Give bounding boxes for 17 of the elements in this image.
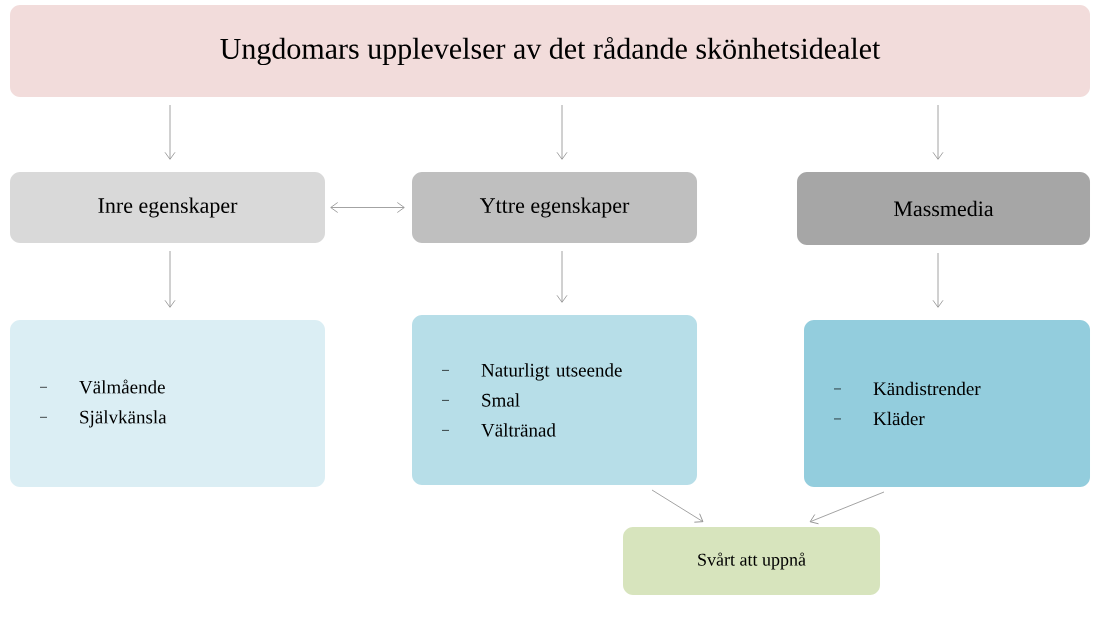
arrow bbox=[932, 104, 944, 160]
arrow bbox=[330, 202, 405, 213]
arrow bbox=[164, 104, 176, 160]
arrow bbox=[809, 491, 885, 525]
arrow bbox=[651, 489, 704, 523]
process-box: Inre egenskaper bbox=[10, 172, 325, 243]
process-box: Svårt att uppnå bbox=[623, 527, 880, 595]
list-box: Välmående Självkänsla bbox=[10, 320, 325, 487]
list-box: Naturligt utseende Smal Vältränad bbox=[412, 315, 697, 485]
arrow bbox=[556, 104, 568, 160]
process-box: Massmedia bbox=[797, 172, 1090, 245]
arrow bbox=[556, 250, 568, 303]
process-box: Yttre egenskaper bbox=[412, 172, 697, 243]
process-box: Ungdomars upplevelser av det rådande skönhetsidealet bbox=[10, 5, 1090, 97]
arrow bbox=[164, 250, 176, 308]
list-box: Kändistrender Kläder bbox=[804, 320, 1090, 487]
arrow bbox=[932, 252, 944, 308]
